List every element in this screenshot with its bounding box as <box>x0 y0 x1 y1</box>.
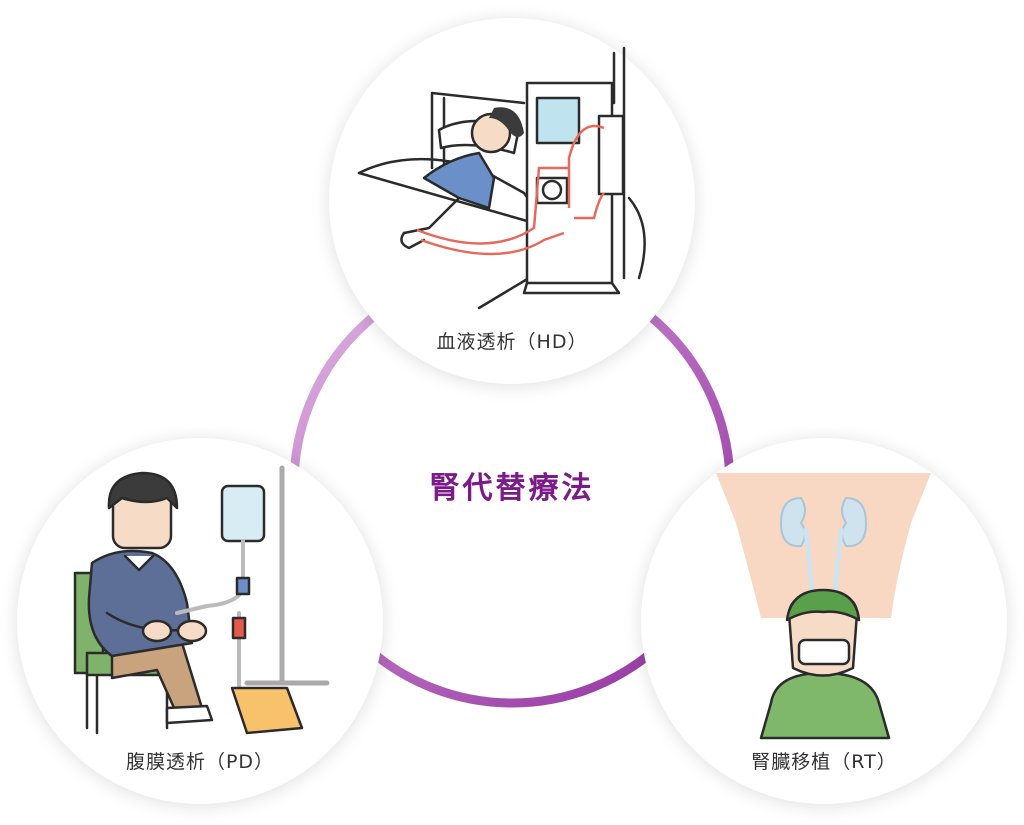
peritoneal-dialysis-label: 腹膜透析（PD） <box>126 751 274 773</box>
center-title: 腎代替療法 <box>429 471 595 506</box>
node-hemodialysis: 血液透析（HD） <box>329 18 695 384</box>
peritoneal-dialysis-illustration: 腹膜透析（PD） <box>73 465 330 773</box>
node-peritoneal-dialysis: 腹膜透析（PD） <box>17 438 383 804</box>
hemodialysis-illustration: 血液透析（HD） <box>357 46 646 353</box>
node-kidney-transplant: 腎臓移植（RT） <box>641 438 1007 804</box>
kidney-transplant-illustration: 腎臓移植（RT） <box>716 473 931 773</box>
hemodialysis-label: 血液透析（HD） <box>437 331 588 353</box>
kidney-transplant-label: 腎臓移植（RT） <box>751 751 896 773</box>
